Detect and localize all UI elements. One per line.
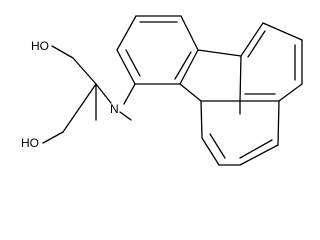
bond-ho-bottom-to-ch2 bbox=[42, 131, 64, 144]
ring-d-bond-5 bbox=[200, 100, 203, 139]
bond-ho-top-to-ch2 bbox=[51, 45, 74, 59]
ring-b-bond-2 bbox=[239, 55, 242, 102]
ring-a-bond-5-double bbox=[174, 51, 192, 80]
bond-ch2-bottom-to-quaternary-c bbox=[62, 83, 97, 133]
bond-nitrogen-to-ring bbox=[123, 83, 136, 105]
fluoranthene-ring-bonds bbox=[116, 15, 303, 166]
ring-c-bond-4 bbox=[278, 83, 303, 102]
bond-nitrogen-to-methyl bbox=[119, 111, 132, 121]
hydroxyl-bottom-label: HO bbox=[21, 136, 39, 150]
ring-c-bond-1-double bbox=[247, 30, 266, 58]
ring-d-bond-4 bbox=[201, 137, 220, 166]
ring-c-bond-1 bbox=[240, 22, 264, 57]
ring-c-bond-2 bbox=[262, 22, 303, 41]
ring-a-bond-4 bbox=[180, 15, 199, 51]
bond-ch2-top-to-quaternary-c bbox=[72, 57, 97, 85]
ring-d-bond-4-double bbox=[209, 133, 226, 159]
ring-d-bond-1 bbox=[277, 100, 280, 146]
ring-b-bond-1 bbox=[197, 49, 242, 57]
chemical-structure-diagram: HO HO N bbox=[21, 15, 303, 166]
ring-b-bond-4 bbox=[179, 83, 202, 102]
aliphatic-bonds bbox=[42, 45, 136, 144]
atom-labels: HO HO N bbox=[21, 39, 119, 150]
ring-d-bond-2 bbox=[239, 144, 279, 166]
amine-nitrogen-label: N bbox=[110, 102, 119, 116]
ring-a-bond-1-double bbox=[125, 49, 141, 77]
bond-quaternary-c-to-nitrogen bbox=[95, 83, 112, 104]
ring-d-bond-2-double bbox=[239, 139, 273, 159]
ring-a-bond-5 bbox=[179, 49, 199, 85]
ring-a-bond-1 bbox=[116, 49, 136, 85]
ring-a-bond-2 bbox=[116, 15, 137, 51]
hydroxyl-top-label: HO bbox=[31, 39, 49, 53]
